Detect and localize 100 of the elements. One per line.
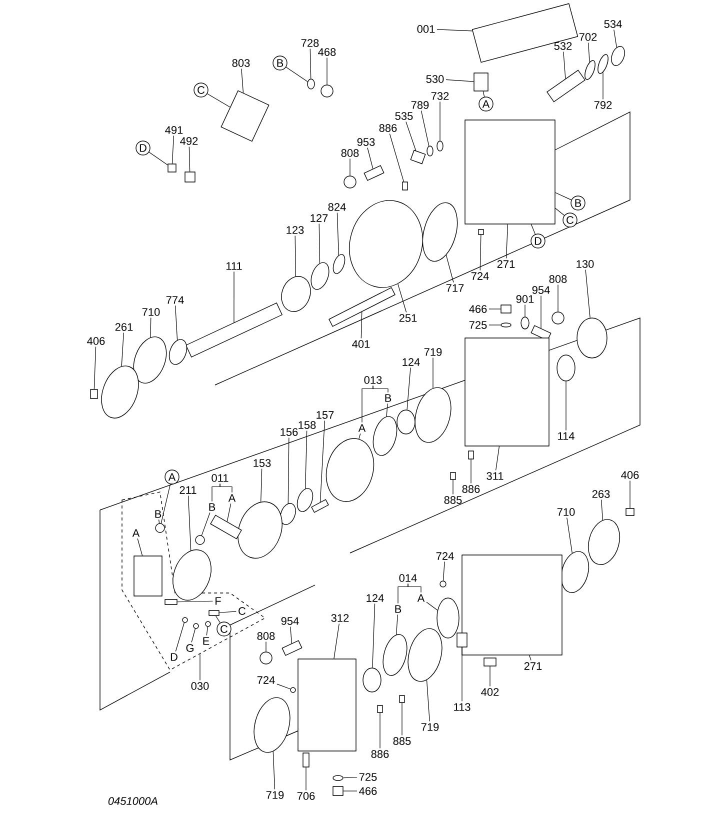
callout-number: 468: [318, 48, 336, 56]
machine-part: [364, 165, 384, 181]
callout-letter: D: [170, 653, 178, 661]
machine-part: [456, 632, 468, 648]
callout-number: 886: [371, 750, 389, 758]
machine-part: [556, 354, 576, 382]
drawing-number: 0451000A: [108, 797, 158, 805]
callout-number: 901: [516, 295, 534, 303]
callout-number: 706: [297, 792, 315, 800]
callout-number: 013: [364, 376, 382, 384]
callout-number: 724: [436, 552, 454, 560]
callout-number: 311: [486, 472, 504, 480]
leader-line: [286, 66, 308, 82]
machine-part: [611, 46, 625, 66]
leader-line: [188, 495, 192, 551]
callout-number: 725: [469, 321, 487, 329]
machine-part: [296, 488, 314, 512]
machine-part: [208, 610, 220, 616]
callout-number: 114: [558, 432, 574, 440]
machine-part: [332, 786, 344, 796]
machine-part: [588, 519, 620, 565]
callout-number: 728: [301, 39, 319, 47]
machine-part: [484, 658, 496, 666]
bracket-line: [408, 583, 422, 593]
callout-number: 717: [446, 284, 464, 292]
machine-part: [478, 229, 484, 235]
leader-line: [177, 600, 214, 602]
callout-number: 710: [557, 508, 575, 516]
callout-number: 030: [191, 682, 209, 690]
callout-letter: G: [186, 644, 194, 652]
machine-part: [408, 628, 442, 682]
leader-line: [215, 616, 220, 624]
machine-part: [520, 316, 530, 330]
leader-line: [360, 312, 362, 339]
bracket-line: [220, 483, 232, 493]
circled-letter: C: [216, 622, 232, 636]
machine-part: [195, 535, 205, 545]
callout-number: 886: [379, 124, 397, 132]
machine-part: [462, 554, 562, 656]
callout-number: 774: [166, 296, 184, 304]
machine-part: [332, 254, 346, 274]
leader-line: [524, 304, 526, 317]
callout-number: 885: [444, 496, 462, 504]
callout-number: 406: [87, 337, 105, 345]
leader-line: [276, 684, 291, 690]
machine-part: [402, 182, 408, 190]
circled-letter: B: [272, 56, 288, 70]
circled-letter: C: [562, 212, 578, 228]
machine-part: [281, 276, 311, 312]
callout-number: 808: [549, 275, 567, 283]
machine-part: [626, 508, 634, 516]
machine-part: [344, 176, 356, 188]
callout-number: 724: [471, 272, 489, 280]
callout-number: 271: [524, 662, 542, 670]
leader-line: [160, 484, 171, 524]
machine-part: [440, 580, 446, 588]
leader-line: [358, 433, 361, 440]
callout-number: 261: [115, 323, 133, 331]
leader-line: [175, 622, 184, 652]
callout-letter: A: [228, 494, 236, 502]
circled-letter: A: [478, 96, 494, 112]
machine-part: [468, 450, 474, 460]
bracket-line: [372, 385, 388, 393]
machine-part: [210, 514, 242, 540]
leader-line: [389, 133, 404, 182]
machine-part: [399, 695, 405, 703]
callout-number: 156: [280, 428, 298, 436]
callout-number: 263: [592, 490, 610, 498]
leader-line: [150, 317, 152, 338]
leader-line: [436, 29, 473, 32]
leader-line: [426, 680, 430, 722]
callout-number: 954: [532, 286, 550, 294]
machine-part: [474, 72, 488, 92]
callout-number: 710: [142, 308, 160, 316]
callout-number: 113: [454, 703, 470, 711]
leader-line: [219, 611, 236, 613]
leader-line: [555, 192, 572, 200]
callout-number: 124: [402, 358, 420, 366]
callout-number: 732: [431, 92, 449, 100]
callout-number: 153: [254, 459, 271, 467]
callout-letter: A: [417, 594, 425, 602]
circled-letter: B: [570, 196, 586, 210]
machine-part: [450, 472, 456, 480]
machine-part: [464, 338, 550, 446]
machine-part: [155, 523, 165, 533]
callout-letter: B: [209, 503, 216, 511]
callout-number: 702: [579, 33, 597, 41]
callout-number: 111: [226, 262, 242, 270]
leader-line: [343, 777, 358, 778]
leader-line: [318, 223, 320, 264]
machine-part: [184, 172, 196, 182]
callout-number: 211: [180, 486, 196, 494]
leader-line: [201, 512, 210, 536]
machine-part: [134, 556, 162, 596]
callout-letter: C: [238, 607, 246, 615]
machine-part: [164, 599, 178, 605]
callout-number: 808: [341, 149, 359, 157]
leader-line: [207, 93, 230, 108]
leader-line: [121, 332, 124, 366]
leader-line: [540, 295, 542, 328]
